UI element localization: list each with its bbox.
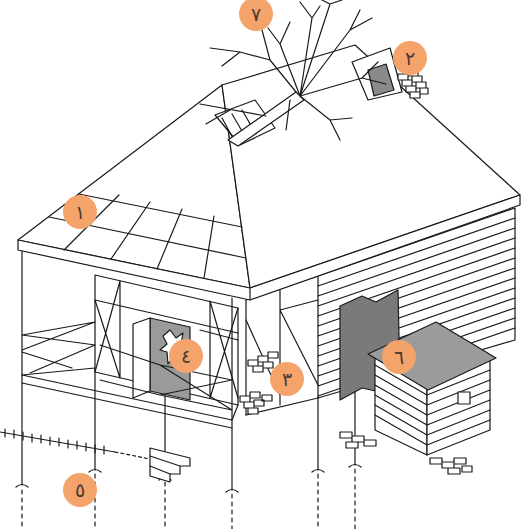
roof-eave	[18, 195, 520, 300]
shed-window	[458, 392, 470, 404]
fence-ticks	[5, 429, 104, 454]
debris-bricks	[340, 432, 472, 474]
stairs	[150, 448, 190, 482]
stilt-buried	[22, 469, 355, 529]
callout-number: ٤	[169, 339, 203, 373]
shed	[368, 322, 496, 455]
stair-steps	[150, 448, 190, 482]
ground-debris	[340, 432, 472, 474]
tree	[200, 0, 386, 146]
railing-front	[100, 345, 232, 410]
callout-number: ٧	[239, 0, 273, 31]
tree-trunk	[228, 92, 304, 146]
callout-number: ٣	[270, 362, 304, 396]
fence	[0, 429, 165, 462]
tree-branches	[200, 0, 386, 140]
fence-wire	[0, 432, 115, 452]
callout-number: ٢	[393, 41, 427, 75]
front-wall	[95, 275, 238, 405]
roof-purlins	[49, 194, 246, 258]
roof-rafters	[64, 195, 214, 278]
railing	[22, 322, 95, 373]
porch-floor	[22, 368, 238, 428]
porch-wall	[95, 275, 238, 405]
roof	[18, 45, 520, 300]
door-leaf	[133, 318, 150, 398]
callout-number: ٦	[382, 340, 416, 374]
callout-number: ٥	[63, 473, 97, 507]
shed-roof	[368, 322, 496, 390]
callout-number: ١	[63, 195, 97, 229]
stair-edges	[150, 456, 180, 474]
